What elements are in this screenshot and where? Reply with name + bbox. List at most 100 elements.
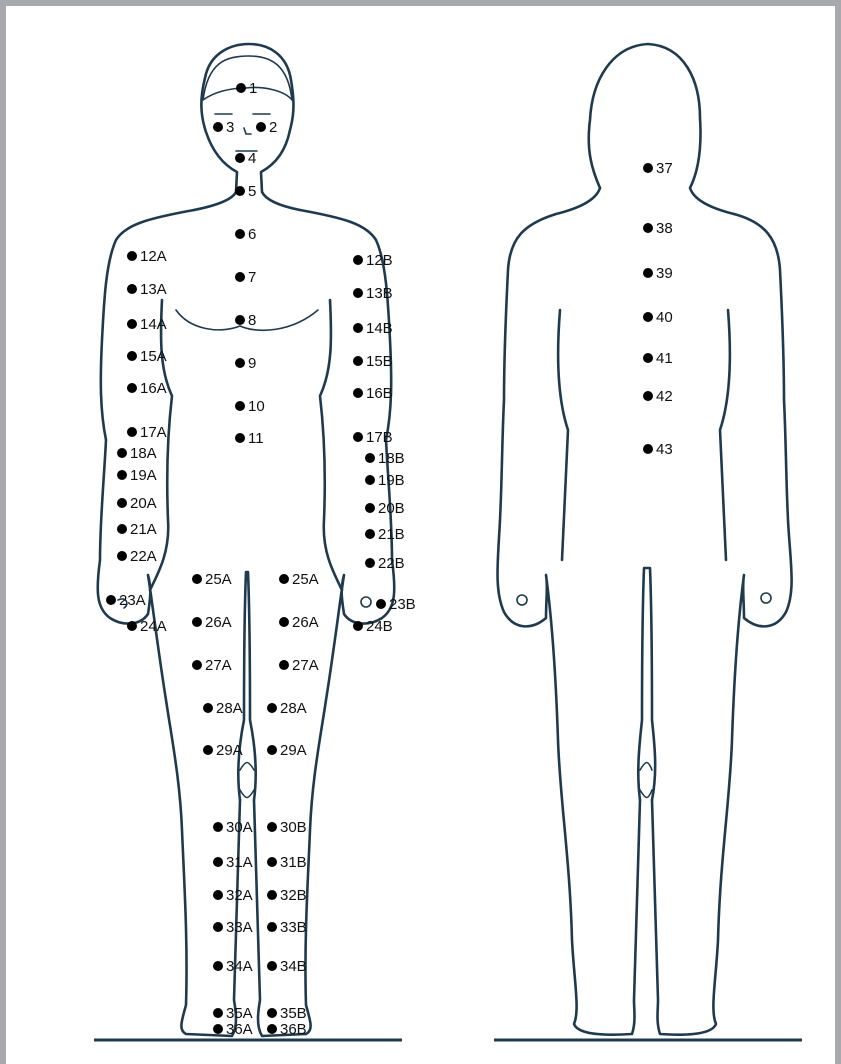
back-point-dot: [643, 353, 653, 363]
front-point-label: 18A: [130, 445, 157, 462]
front-point-label: 35B: [280, 1005, 307, 1022]
front-point-label: 36B: [280, 1021, 307, 1038]
back-point-dot: [643, 268, 653, 278]
front-point-dot: [213, 122, 223, 132]
front-point-dot: [192, 574, 202, 584]
front-point-dot: [127, 284, 137, 294]
front-point-dot: [213, 890, 223, 900]
front-point-dot: [117, 498, 127, 508]
front-point-dot: [353, 356, 363, 366]
front-point-label: 32B: [280, 887, 307, 904]
front-point-dot: [267, 857, 277, 867]
front-point-label: 10: [248, 398, 265, 415]
back-body-figure: [498, 44, 792, 1035]
front-point-label: 8: [248, 312, 256, 329]
front-point-label: 12B: [366, 252, 393, 269]
front-point-dot: [376, 599, 386, 609]
front-point-dot: [279, 617, 289, 627]
front-point-label: 25A: [292, 571, 319, 588]
front-point-label: 31B: [280, 854, 307, 871]
back-point-label: 38: [656, 220, 673, 237]
front-point-dot: [256, 122, 266, 132]
front-point-dot: [117, 470, 127, 480]
front-point-dot: [353, 432, 363, 442]
front-point-dot: [203, 703, 213, 713]
back-knee: [640, 763, 652, 798]
front-point-label: 32A: [226, 887, 253, 904]
back-point-dot: [643, 444, 653, 454]
front-point-dot: [127, 351, 137, 361]
front-point-dot: [267, 890, 277, 900]
front-point-label: 14A: [140, 316, 167, 333]
front-point-label: 13B: [366, 285, 393, 302]
front-point-label: 20A: [130, 495, 157, 512]
front-point-dot: [235, 272, 245, 282]
front-point-dot: [267, 822, 277, 832]
back-inner-leg: [638, 568, 655, 800]
front-point-label: 28A: [280, 700, 307, 717]
front-point-label: 34A: [226, 958, 253, 975]
front-point-dot: [213, 961, 223, 971]
front-point-label: 9: [248, 355, 256, 372]
back-point-label: 42: [656, 388, 673, 405]
front-point-label: 22A: [130, 548, 157, 565]
front-point-dot: [235, 315, 245, 325]
front-point-label: 22B: [378, 555, 405, 572]
front-point-dot: [365, 475, 375, 485]
front-point-dot: [192, 660, 202, 670]
front-point-label: 13A: [140, 281, 167, 298]
back-point-label: 43: [656, 441, 673, 458]
front-point-label: 1: [249, 80, 257, 97]
back-left-inner-arm: [558, 310, 568, 560]
back-point-label: 41: [656, 350, 673, 367]
front-point-dot: [213, 1008, 223, 1018]
front-point-dot: [235, 229, 245, 239]
back-right-side-outline: [652, 214, 792, 1035]
front-point-label: 3: [226, 119, 234, 136]
front-point-dot: [267, 961, 277, 971]
front-point-label: 20B: [378, 500, 405, 517]
front-point-dot: [353, 255, 363, 265]
back-point-dot: [643, 163, 653, 173]
front-point-label: 16B: [366, 385, 393, 402]
back-right-inner-arm: [720, 310, 730, 560]
front-point-label: 21A: [130, 521, 157, 538]
front-point-dot: [235, 153, 245, 163]
back-point-dot: [643, 223, 653, 233]
front-point-label: 5: [248, 183, 256, 200]
front-point-label: 33A: [226, 919, 253, 936]
front-point-dot: [353, 288, 363, 298]
back-point-label: 40: [656, 309, 673, 326]
front-point-label: 11: [248, 430, 264, 447]
front-point-dot: [353, 388, 363, 398]
front-point-dot: [117, 551, 127, 561]
front-point-dot: [213, 822, 223, 832]
back-point-dot: [643, 391, 653, 401]
front-point-dot: [117, 448, 127, 458]
front-point-dot: [235, 433, 245, 443]
front-point-dot: [127, 383, 137, 393]
front-point-label: 19A: [130, 467, 157, 484]
front-point-label: 2: [269, 119, 277, 136]
front-point-label: 16A: [140, 380, 167, 397]
back-point-label: 39: [656, 265, 673, 282]
front-knee: [240, 763, 254, 798]
front-point-label: 34B: [280, 958, 307, 975]
front-point-dot: [365, 453, 375, 463]
front-point-dot: [279, 574, 289, 584]
front-point-label: 18B: [378, 450, 405, 467]
front-point-label: 27A: [205, 657, 232, 674]
front-point-label: 23A: [119, 592, 146, 609]
front-point-dot: [106, 595, 116, 605]
nose: [244, 128, 251, 134]
front-point-dot: [267, 703, 277, 713]
front-point-label: 12A: [140, 248, 167, 265]
front-point-dot: [353, 621, 363, 631]
front-point-dot: [236, 83, 246, 93]
front-point-label: 30A: [226, 819, 253, 836]
front-point-dot: [235, 401, 245, 411]
front-point-label: 21B: [378, 526, 405, 543]
front-right-thumb: [361, 597, 371, 607]
